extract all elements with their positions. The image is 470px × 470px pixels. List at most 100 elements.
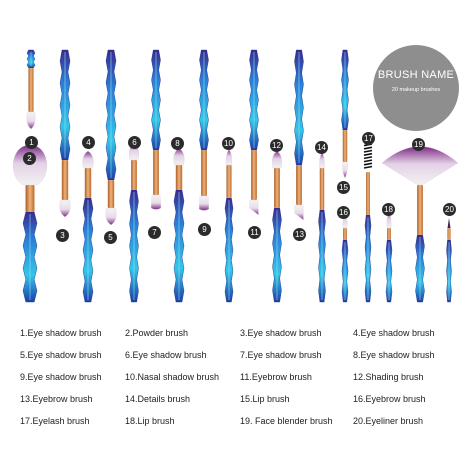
brush-7 (150, 49, 162, 210)
brush-ferrule (342, 130, 348, 162)
brush-8 (173, 147, 185, 303)
brush-ferrule (251, 150, 257, 200)
legend-item-8: 8.Eye shadow brush (353, 350, 435, 360)
brush-ferrule (175, 165, 183, 190)
brush-ferrule (417, 185, 423, 235)
brush-number-11: 11 (248, 226, 261, 239)
legend-item-16: 16.Eyebrow brush (353, 394, 426, 404)
brush-head (381, 146, 459, 186)
brush-head (225, 148, 233, 166)
brush-14 (318, 151, 326, 303)
brush-10 (224, 148, 234, 303)
brush-number-12: 12 (270, 139, 283, 152)
brush-ferrule (274, 168, 280, 208)
badge-subtitle: 20 makeup brushes (391, 87, 441, 93)
legend-item-17: 17.Eyelash brush (20, 416, 90, 426)
brush-20 (446, 218, 452, 303)
brush-number-5: 5 (104, 231, 117, 244)
legend-item-3: 3.Eye shadow brush (240, 328, 322, 338)
legend-item-10: 10.Nasal shadow brush (125, 372, 220, 382)
legend-item-5: 5.Eye shadow brush (20, 350, 102, 360)
brush-16 (341, 211, 349, 303)
brush-head (150, 194, 162, 210)
brush-17 (363, 140, 373, 303)
brush-number-17: 17 (362, 132, 375, 145)
brush-19 (381, 146, 459, 303)
brush-ferrule (107, 180, 115, 208)
brush-3 (59, 49, 71, 218)
brush-1 (26, 49, 36, 130)
brush-head (173, 147, 185, 166)
spoolie-bristle (363, 152, 373, 156)
brush-head (82, 150, 94, 169)
brush-number-6: 6 (128, 136, 141, 149)
brush-number-13: 13 (293, 228, 306, 241)
brush-number-14: 14 (315, 141, 328, 154)
spoolie-bristle (363, 156, 373, 160)
brush-ferrule (226, 165, 232, 198)
brush-12 (272, 150, 282, 303)
brush-head (105, 207, 117, 226)
brush-number-18: 18 (382, 203, 395, 216)
brush-number-7: 7 (148, 226, 161, 239)
brush-ferrule (28, 68, 34, 112)
brush-ferrule (25, 185, 35, 212)
brush-11 (249, 49, 259, 216)
brush-9 (198, 49, 210, 211)
legend-item-18: 18.Lip brush (125, 416, 175, 426)
legend-item-11: 11.Eyebrow brush (240, 372, 312, 382)
brush-ferrule (296, 165, 302, 205)
badge-title: BRUSH NAME (377, 69, 455, 81)
legend-item-6: 6.Eye shadow brush (125, 350, 207, 360)
brush-number-20: 20 (443, 203, 456, 216)
brush-name-badge: BRUSH NAME 20 makeup brushes (373, 45, 459, 131)
brush-legend: 1.Eye shadow brush 2.Powder brush 3.Eye sh… (0, 318, 470, 458)
legend-item-7: 7.Eye shadow brush (240, 350, 322, 360)
brush-number-1: 1 (25, 136, 38, 149)
brush-head (59, 199, 71, 218)
brush-head (272, 150, 282, 169)
legend-item-2: 2.Powder brush (125, 328, 189, 338)
brush-ferrule (366, 172, 370, 215)
brush-4 (82, 150, 94, 303)
legend-item-12: 12.Shading brush (353, 372, 424, 382)
brush-number-9: 9 (198, 223, 211, 236)
spoolie-bristle (363, 162, 373, 166)
brush-head (447, 218, 451, 228)
brush-number-16: 16 (337, 206, 350, 219)
spoolie-bristle (363, 165, 373, 169)
brush-ferrule (131, 160, 137, 190)
brush-6 (129, 142, 139, 303)
brush-number-8: 8 (171, 137, 184, 150)
legend-item-19: 19. Face blender brush (240, 416, 333, 426)
brush-set-image (13, 49, 459, 303)
brush-ferrule (153, 150, 159, 195)
brush-2 (13, 144, 47, 303)
brush-13 (294, 49, 304, 221)
brush-ferrule (319, 168, 325, 210)
spoolie-bristle (363, 149, 373, 153)
spoolie-bristle (363, 159, 373, 163)
brush-ferrule (61, 160, 69, 200)
legend-item-1: 1.Eye shadow brush (20, 328, 102, 338)
legend-item-15: 15.Lip brush (240, 394, 290, 404)
brush-number-2: 2 (23, 152, 36, 165)
brush-ferrule (84, 168, 92, 198)
brush-ferrule (201, 150, 207, 196)
brush-number-19: 19 (412, 138, 425, 151)
brush-head (342, 161, 348, 179)
brush-ferrule (387, 228, 391, 240)
brush-number-4: 4 (82, 136, 95, 149)
legend-item-9: 9.Eye shadow brush (20, 372, 102, 382)
brush-head (198, 195, 210, 211)
brush-number-3: 3 (56, 229, 69, 242)
spoolie-bristle (363, 146, 373, 150)
brush-15 (341, 49, 349, 179)
brush-head (13, 144, 47, 186)
brush-head (26, 111, 36, 130)
brush-ferrule (343, 228, 347, 240)
brush-18 (385, 211, 393, 303)
brush-ferrule (447, 228, 451, 240)
legend-item-13: 13.Eyebrow brush (20, 394, 93, 404)
